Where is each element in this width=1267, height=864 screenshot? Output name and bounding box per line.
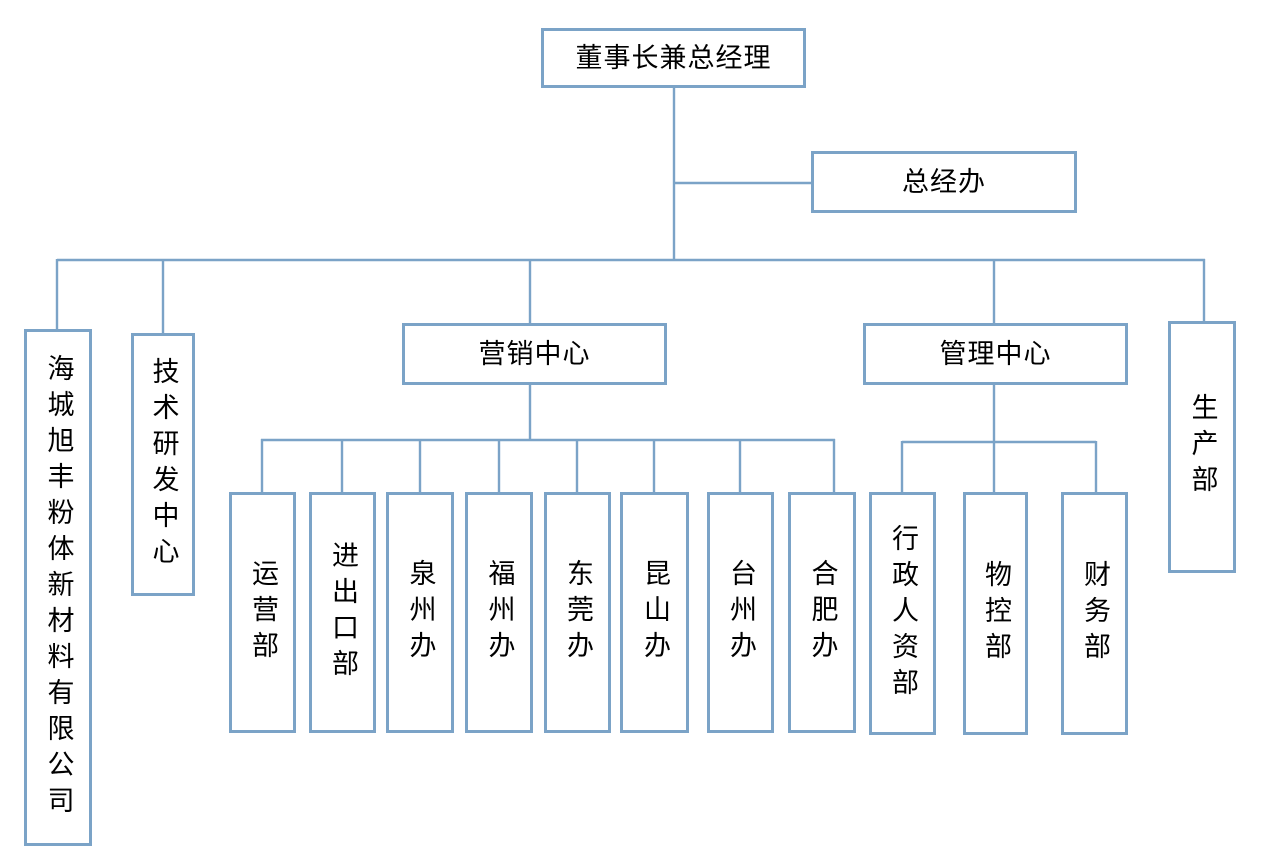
node-gm-office-label: 总经办	[902, 166, 986, 197]
node-chairman-gm-label: 董事长兼总经理	[575, 42, 772, 73]
node-marketing-center: 营销中心	[402, 323, 667, 385]
node-company: 海城旭丰粉体新材料有限公司	[24, 329, 92, 846]
node-fuzhou-office: 福州办	[465, 492, 533, 733]
node-hefei-office: 合肥办	[788, 492, 856, 733]
node-dongguan-office-label: 东莞办	[563, 558, 593, 667]
node-company-label: 海城旭丰粉体新材料有限公司	[43, 353, 74, 822]
node-mgmt-center-label: 管理中心	[939, 338, 1052, 369]
node-chairman-gm: 董事长兼总经理	[541, 28, 806, 88]
node-hefei-office-label: 合肥办	[807, 558, 838, 667]
node-finance-dept: 财务部	[1061, 492, 1128, 735]
node-dongguan-office: 东莞办	[544, 492, 611, 733]
node-production-dept: 生产部	[1168, 321, 1236, 573]
node-taizhou-office-label: 台州办	[726, 558, 756, 667]
node-operations-dept-label: 运营部	[248, 558, 278, 667]
node-kunshan-office-label: 昆山办	[640, 558, 670, 667]
node-material-control-dept-label: 物控部	[981, 559, 1011, 668]
node-production-dept-label: 生产部	[1187, 393, 1218, 501]
node-quanzhou-office-label: 泉州办	[405, 558, 436, 667]
node-gm-office: 总经办	[811, 151, 1077, 213]
node-material-control-dept: 物控部	[963, 492, 1028, 735]
node-admin-hr-dept-label: 行政人资部	[888, 523, 918, 704]
node-fuzhou-office-label: 福州办	[484, 558, 515, 667]
node-finance-dept-label: 财务部	[1080, 559, 1110, 668]
node-mgmt-center: 管理中心	[863, 323, 1128, 385]
node-rnd-center: 技术研发中心	[131, 333, 195, 596]
node-marketing-center-label: 营销中心	[478, 338, 591, 369]
node-quanzhou-office: 泉州办	[386, 492, 454, 733]
node-kunshan-office: 昆山办	[620, 492, 689, 733]
node-taizhou-office: 台州办	[707, 492, 774, 733]
node-operations-dept: 运营部	[229, 492, 296, 733]
node-admin-hr-dept: 行政人资部	[869, 492, 936, 735]
node-import-export-dept-label: 进出口部	[328, 540, 358, 685]
node-import-export-dept: 进出口部	[309, 492, 376, 733]
node-rnd-center-label: 技术研发中心	[148, 356, 179, 573]
